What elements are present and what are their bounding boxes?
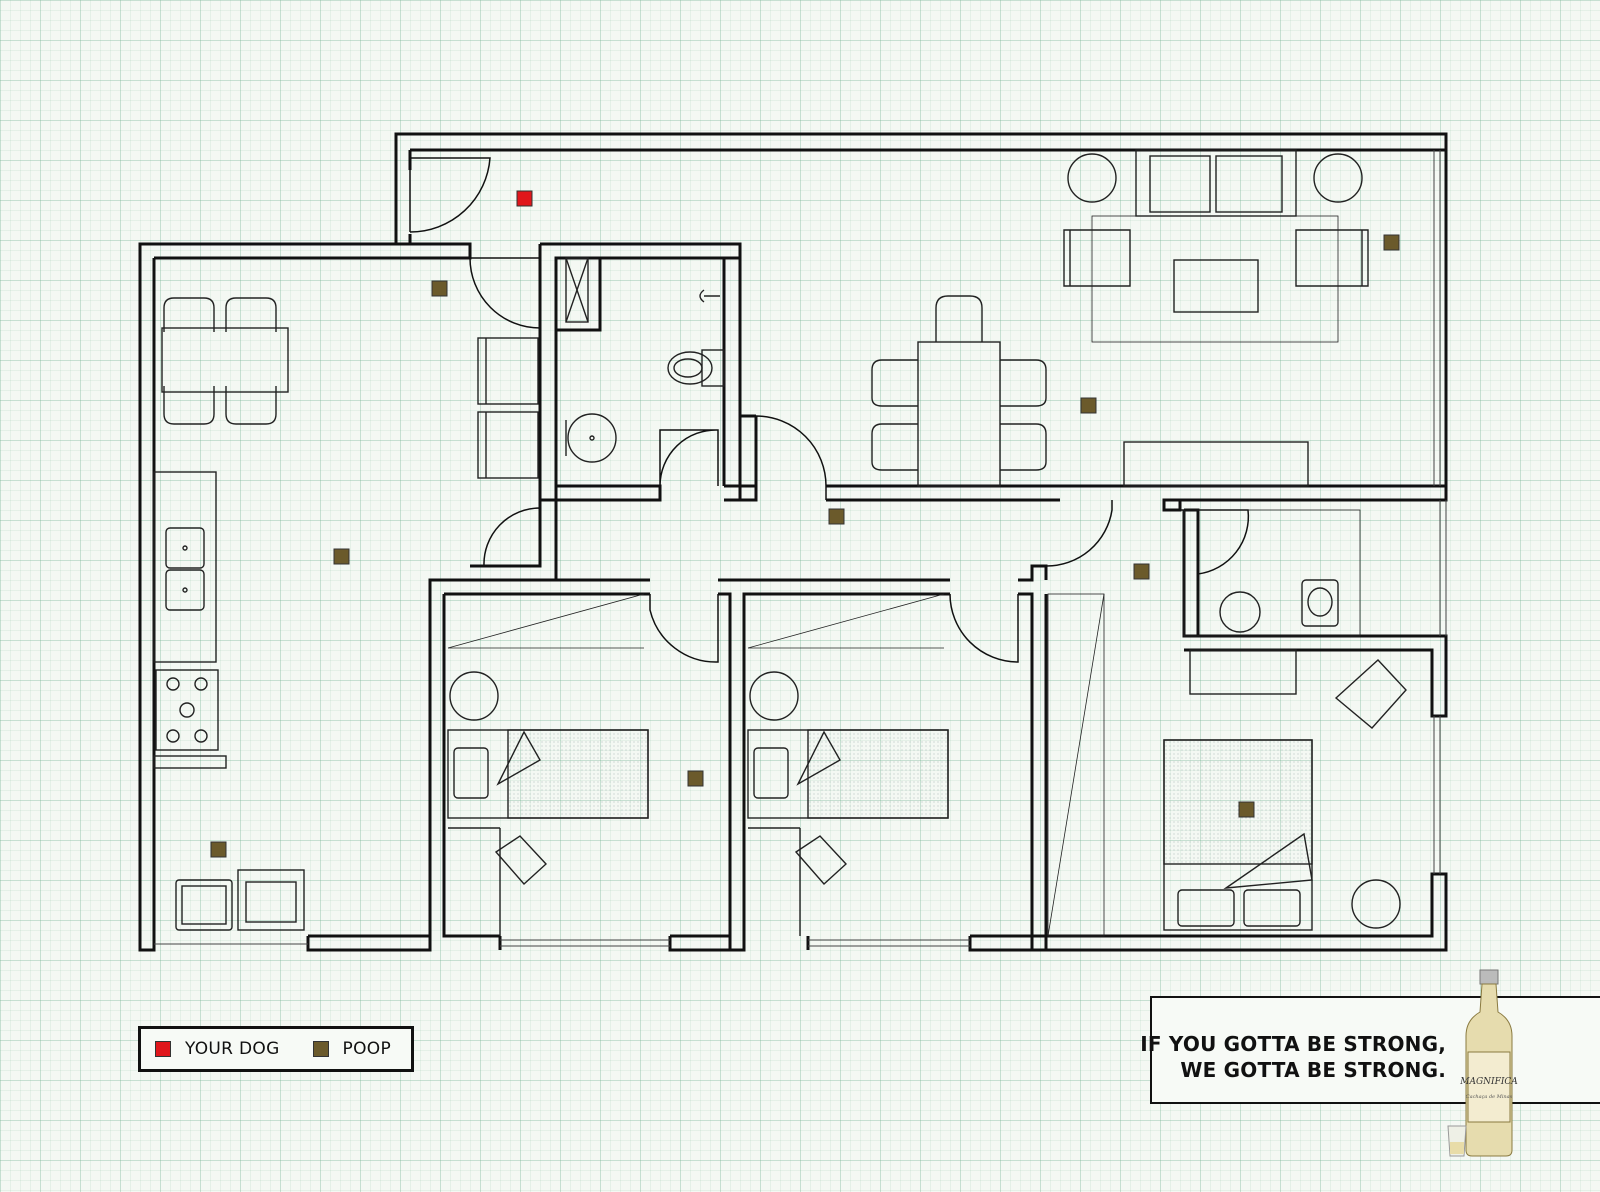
dog-marker — [516, 190, 533, 207]
poop-marker — [1383, 234, 1400, 251]
poop-marker — [1080, 397, 1097, 414]
furniture — [153, 149, 1407, 937]
markers — [210, 190, 1400, 858]
bottle-brand: MAGNIFICA — [1459, 1077, 1518, 1087]
poop-marker — [1238, 801, 1255, 818]
poop-marker — [210, 841, 227, 858]
bottle-sub: Cachaça de Minas — [1466, 1094, 1513, 1100]
bottle-image: MAGNIFICA Cachaça de Minas — [1447, 969, 1518, 1157]
doors — [409, 157, 1250, 663]
poop-marker — [333, 548, 350, 565]
poop-marker — [828, 508, 845, 525]
dog-legend-label: YOUR DOG — [185, 1039, 280, 1059]
poop-marker — [1133, 563, 1150, 580]
legend: YOUR DOG POOP — [138, 1026, 414, 1072]
poop-legend-label: POOP — [342, 1039, 392, 1059]
poop-marker — [431, 280, 448, 297]
dog-legend-swatch — [155, 1041, 171, 1057]
poop-legend-swatch — [312, 1041, 329, 1057]
windows — [154, 150, 1447, 947]
tagline-box: IF YOU GOTTA BE STRONG, WE GOTTA BE STRO… — [1140, 996, 1600, 1104]
tagline-line-1: IF YOU GOTTA BE STRONG, — [1140, 1032, 1446, 1056]
tagline-line-2: WE GOTTA BE STRONG. — [1180, 1058, 1446, 1082]
poop-marker — [687, 770, 704, 787]
